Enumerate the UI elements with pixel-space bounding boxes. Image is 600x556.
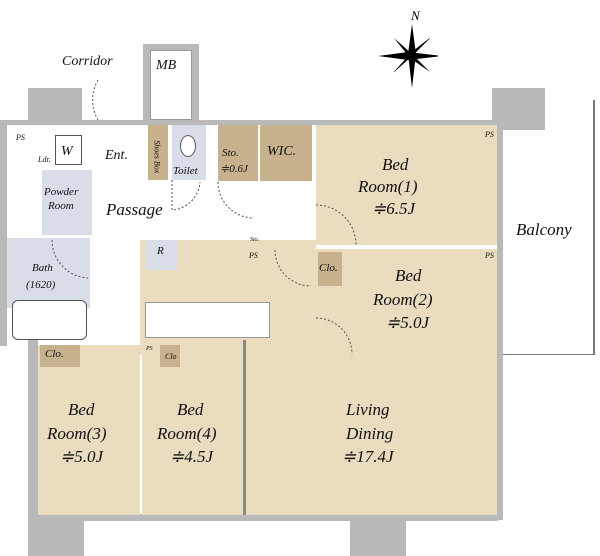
living-dining-label-1: Living — [346, 400, 390, 419]
storage — [218, 125, 258, 181]
pillar — [28, 88, 82, 125]
compass-north-label: N — [410, 8, 421, 23]
ps-label: PS — [16, 133, 25, 142]
toilet-icon — [180, 135, 196, 157]
bed-room-2-size: ≑5.0J — [386, 313, 430, 332]
powder-room-label-2: Room — [48, 200, 74, 212]
bed-room-1-label-1: Bed — [382, 155, 409, 174]
passage-label: Passage — [106, 200, 163, 219]
ps-label: PS — [485, 130, 494, 139]
bed-room-2-label-2: Room(2) — [373, 290, 433, 309]
wall-right — [497, 125, 503, 520]
ps-label: PS — [146, 346, 153, 352]
compass-rose-icon: N — [378, 8, 438, 88]
refrigerator-label: R — [157, 245, 164, 257]
shoes-box — [148, 125, 168, 180]
bed-room-4-label-1: Bed — [177, 400, 204, 419]
wic-label: WIC. — [267, 144, 297, 159]
bed-room-3-size: ≑5.0J — [60, 447, 104, 466]
closet-3 — [40, 345, 80, 367]
closet-2-label: Clo. — [319, 262, 338, 274]
washer-label: W — [61, 144, 73, 159]
living-dining-size: ≑17.4J — [342, 447, 394, 466]
wall-top — [0, 120, 500, 125]
living-dining-label-2: Dining — [346, 424, 394, 443]
balcony — [503, 100, 595, 355]
wall-left — [0, 120, 7, 346]
wall-bottom — [28, 514, 498, 521]
pillar — [492, 88, 545, 130]
living-dining — [245, 355, 497, 515]
bed-room-4 — [142, 345, 243, 515]
bed-room-4-size: ≑4.5J — [170, 447, 214, 466]
bed-room-3 — [38, 345, 140, 515]
closet-3-label: Clo. — [45, 348, 64, 360]
refrigerator-space — [145, 240, 177, 270]
bed-room-2 — [316, 249, 497, 355]
bed-room-4-label-2: Room(4) — [157, 424, 217, 443]
partition — [243, 340, 246, 515]
toilet-label: Toilet — [173, 165, 198, 177]
corridor-label: Corridor — [62, 54, 113, 69]
pillar — [28, 514, 84, 556]
closet-2 — [318, 252, 342, 286]
bed-room-1-size: ≑6.5J — [372, 199, 416, 218]
entrance-label: Ent. — [105, 148, 128, 163]
bath — [7, 238, 90, 308]
closet-4-label: Clo — [165, 352, 177, 361]
storage-label: Sto. — [222, 147, 239, 159]
mb-room — [150, 50, 192, 120]
ps-label: PS — [249, 251, 258, 260]
small-storage-label: Sto. — [250, 237, 260, 243]
storage-size: ≑0.6J — [220, 163, 248, 175]
wall-left-lower — [28, 310, 38, 520]
bed-room-3-label-2: Room(3) — [47, 424, 107, 443]
powder-room — [42, 170, 92, 235]
walk-in-closet — [260, 125, 312, 181]
pillar — [350, 514, 406, 556]
bed-room-2-label-1: Bed — [395, 266, 422, 285]
washer-space — [55, 135, 82, 165]
ps-label: PS — [485, 251, 494, 260]
closet-4 — [160, 345, 180, 367]
ldr-label: Ldr. — [38, 155, 51, 164]
bath-label-2: (1620) — [26, 279, 56, 291]
bath-label-1: Bath — [32, 262, 53, 274]
bed-room-1 — [316, 125, 497, 245]
bathtub — [12, 300, 87, 340]
kitchen-counter — [145, 302, 270, 338]
balcony-label: Balcony — [516, 220, 572, 239]
powder-room-label-1: Powder — [44, 186, 79, 198]
mb-label: MB — [156, 58, 177, 73]
bed-room-1-label-2: Room(1) — [358, 177, 418, 196]
bed-room-3-label-1: Bed — [68, 400, 95, 419]
